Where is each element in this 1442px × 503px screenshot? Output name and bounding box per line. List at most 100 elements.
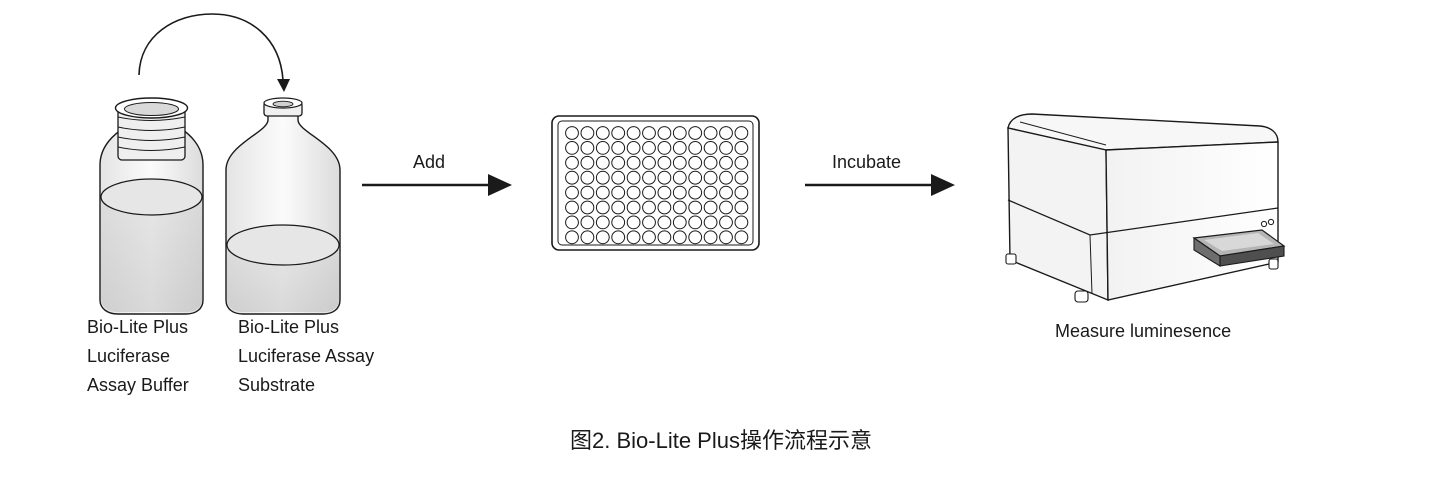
add-arrow: [362, 174, 512, 196]
incubate-arrow: [805, 174, 955, 196]
plate-well: [642, 185, 656, 200]
plate-well: [565, 230, 579, 245]
plate-well: [672, 200, 687, 215]
incubate-step-label: Incubate: [832, 152, 902, 172]
plate-well: [611, 230, 626, 245]
figure-caption: 图2. Bio-Lite Plus操作流程示意: [570, 428, 872, 453]
plate-well: [611, 200, 626, 215]
plate-well: [580, 215, 595, 230]
plate-well: [657, 141, 672, 155]
plate-well: [626, 170, 641, 185]
plate-well: [719, 170, 733, 185]
plate-well: [657, 126, 672, 140]
buffer-label-line: Luciferase: [87, 346, 171, 366]
plate-well: [580, 200, 595, 215]
plate-well: [688, 185, 703, 200]
plate-well: [734, 200, 749, 215]
plate-well: [611, 126, 626, 140]
plate-well: [580, 185, 595, 200]
plate-well: [688, 155, 703, 170]
plate-well: [719, 230, 733, 245]
plate-well: [672, 155, 687, 170]
plate-well: [734, 185, 749, 200]
plate-well: [734, 215, 749, 230]
plate-well: [565, 215, 579, 230]
plate-well: [611, 141, 626, 155]
plate-well: [565, 141, 579, 155]
buffer-label: Bio-Lite Plus Luciferase Assay Buffer: [87, 313, 189, 400]
plate-well: [734, 170, 749, 185]
plate-well: [688, 230, 703, 245]
plate-well: [595, 170, 610, 185]
plate-well: [719, 200, 733, 215]
plate-well: [703, 185, 718, 200]
plate-well: [626, 185, 641, 200]
plate-well: [688, 141, 703, 155]
plate-well: [595, 126, 610, 140]
plate-well: [565, 170, 579, 185]
plate-well: [719, 215, 733, 230]
substrate-bottle: [225, 97, 341, 315]
substrate-label: Bio-Lite Plus Luciferase Assay Substrate: [238, 313, 374, 400]
plate-well: [719, 126, 733, 140]
buffer-label-line: Bio-Lite Plus: [87, 317, 189, 337]
plate-well: [734, 126, 749, 140]
plate-well: [611, 155, 626, 170]
substrate-label-line: Substrate: [238, 375, 316, 395]
plate-well: [642, 215, 656, 230]
plate-well: [580, 230, 595, 245]
plate-well: [703, 170, 718, 185]
plate-well: [703, 126, 718, 140]
plate-wells: [565, 126, 749, 245]
plate-well: [734, 141, 749, 155]
plate-well: [719, 185, 733, 200]
luminometer: [1005, 113, 1286, 303]
plate-well: [642, 126, 656, 140]
buffer-bottle: [99, 97, 204, 315]
buffer-label-line: Assay Buffer: [87, 375, 189, 395]
plate-well: [642, 141, 656, 155]
plate-well: [565, 155, 579, 170]
plate-well: [642, 170, 656, 185]
plate-well: [672, 230, 687, 245]
plate-well: [595, 215, 610, 230]
plate-well: [672, 141, 687, 155]
plate-well: [626, 215, 641, 230]
plate-well: [703, 141, 718, 155]
plate-well: [688, 215, 703, 230]
plate-well: [626, 141, 641, 155]
plate-well: [565, 126, 579, 140]
transfer-arrow: [138, 13, 290, 92]
plate-well: [672, 185, 687, 200]
plate-well: [626, 155, 641, 170]
plate-well: [703, 230, 718, 245]
plate-well: [580, 170, 595, 185]
plate-well: [565, 200, 579, 215]
plate-well: [580, 141, 595, 155]
plate-well: [642, 155, 656, 170]
plate-well: [657, 200, 672, 215]
plate-well: [595, 185, 610, 200]
plate-well: [688, 126, 703, 140]
plate-well: [626, 126, 641, 140]
plate-well: [565, 185, 579, 200]
instrument-label: Measure luminesence: [1055, 321, 1232, 341]
plate-well: [611, 170, 626, 185]
plate-well: [657, 185, 672, 200]
plate-well: [734, 230, 749, 245]
add-step-label: Add: [413, 152, 446, 172]
plate-well: [657, 215, 672, 230]
plate-well: [703, 155, 718, 170]
plate-well: [642, 200, 656, 215]
plate-well: [595, 230, 610, 245]
plate-well: [688, 170, 703, 185]
plate-well: [611, 185, 626, 200]
plate-well: [688, 200, 703, 215]
plate-well: [595, 155, 610, 170]
plate-well: [580, 155, 595, 170]
plate-well: [642, 230, 656, 245]
plate-well: [719, 141, 733, 155]
plate-well: [657, 155, 672, 170]
